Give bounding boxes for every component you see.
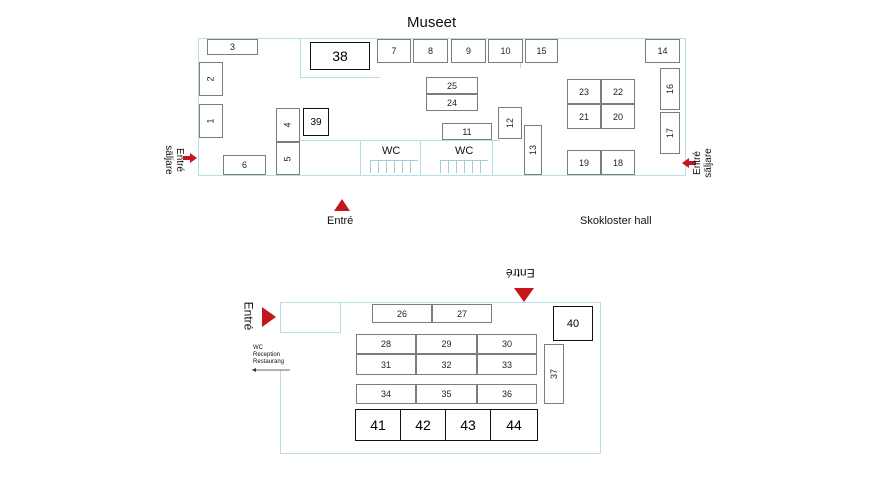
booth-42[interactable]: 42 [400,409,446,441]
seller-entrance-arrow-left [183,153,197,163]
booth-39[interactable]: 39 [303,108,329,136]
booth-29[interactable]: 29 [416,334,477,354]
booth-9[interactable]: 9 [451,39,486,63]
wall [280,453,601,454]
booth-20[interactable]: 20 [601,104,635,129]
booth-23[interactable]: 23 [567,79,601,104]
wall [280,370,281,454]
wall [340,302,341,333]
booth-26[interactable]: 26 [372,304,432,323]
booth-7[interactable]: 7 [377,39,411,63]
wall [280,332,340,333]
wall [420,140,421,175]
stairs [370,160,418,173]
entrance-arrow [514,288,534,302]
seller-entrance-label-right: Entré säljare [692,148,714,178]
booth-1[interactable]: 1 [199,104,223,138]
wall [198,38,686,39]
wall [280,302,281,332]
booth-37[interactable]: 37 [544,344,564,404]
booth-4[interactable]: 4 [276,108,300,142]
wall [600,302,601,454]
booth-27[interactable]: 27 [432,304,492,323]
entrance-label: Entré [327,215,354,227]
entrance-label: Entré [506,266,535,280]
wall [198,38,199,175]
booth-19[interactable]: 19 [567,150,601,175]
booth-30[interactable]: 30 [477,334,537,354]
wall [300,77,380,78]
booth-35[interactable]: 35 [416,384,477,404]
booth-44[interactable]: 44 [490,409,538,441]
booth-40[interactable]: 40 [553,306,593,341]
booth-28[interactable]: 28 [356,334,416,354]
info-text: WC Reception Restaurang [253,345,285,365]
wall [198,175,686,176]
booth-3[interactable]: 3 [207,39,258,55]
booth-24[interactable]: 24 [426,94,478,111]
booth-6[interactable]: 6 [223,155,266,175]
booth-11[interactable]: 11 [442,123,492,140]
booth-14[interactable]: 14 [645,39,680,63]
booth-17[interactable]: 17 [660,112,680,154]
booth-25[interactable]: 25 [426,77,478,94]
hall-name: Skokloster hall [580,215,652,227]
map-title: Museet [407,14,457,31]
booth-8[interactable]: 8 [413,39,448,63]
entrance-arrow [334,199,350,211]
entrance-arrow [262,307,276,327]
stairs [440,160,488,173]
booth-31[interactable]: 31 [356,354,416,375]
booth-16[interactable]: 16 [660,68,680,110]
booth-15[interactable]: 15 [525,39,558,63]
booth-10[interactable]: 10 [488,39,523,63]
booth-36[interactable]: 36 [477,384,537,404]
entrance-label: Entré [241,301,256,331]
wall [685,38,686,175]
booth-5[interactable]: 5 [276,142,300,175]
booth-12[interactable]: 12 [498,107,522,139]
wall [492,140,493,175]
booth-33[interactable]: 33 [477,354,537,375]
wall [300,140,500,141]
booth-38[interactable]: 38 [310,42,370,70]
booth-32[interactable]: 32 [416,354,477,375]
booth-13[interactable]: 13 [524,125,542,175]
wall [360,140,361,175]
booth-41[interactable]: 41 [355,409,401,441]
seller-entrance-label-left: Entré säljare [163,145,185,175]
booth-43[interactable]: 43 [445,409,491,441]
booth-21[interactable]: 21 [567,104,601,129]
booth-34[interactable]: 34 [356,384,416,404]
booth-18[interactable]: 18 [601,150,635,175]
seller-entrance-arrow-right [682,158,696,168]
wc-label: WC [455,145,474,157]
wall [280,302,601,303]
booth-22[interactable]: 22 [601,79,635,104]
info-arrow [252,368,290,372]
wc-label: WC [382,145,401,157]
booth-2[interactable]: 2 [199,62,223,96]
wall [300,38,301,78]
